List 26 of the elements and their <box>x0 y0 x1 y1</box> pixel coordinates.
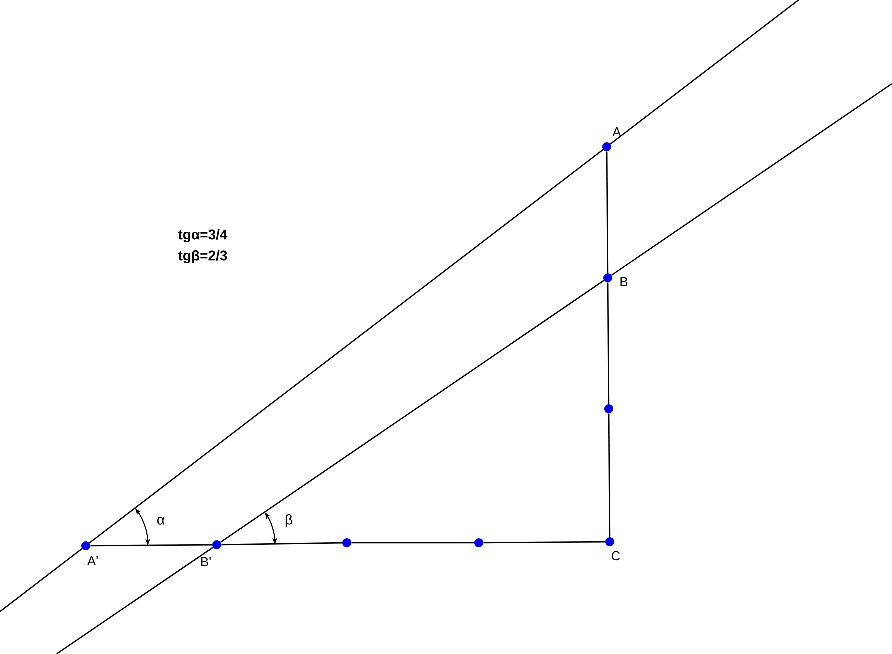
point-label: C <box>612 551 620 561</box>
line-segment <box>89 149 604 544</box>
point <box>606 538 614 546</box>
line-segment <box>352 542 474 544</box>
formula-text: tgβ=2/3 <box>178 250 228 264</box>
point <box>604 404 614 414</box>
line-segment <box>484 541 606 544</box>
point-label: A' <box>87 556 98 566</box>
line-segment <box>607 282 610 404</box>
line-segment <box>222 542 342 546</box>
formula-text: tgα=3/4 <box>178 229 228 243</box>
point <box>82 542 90 550</box>
point-label: B' <box>202 558 211 566</box>
point <box>602 142 612 152</box>
angle-label: β <box>286 514 292 528</box>
point <box>212 540 222 550</box>
line-segment <box>90 544 212 547</box>
point-label: B <box>620 278 628 286</box>
line-segment <box>606 152 609 274</box>
point-label: A <box>612 128 622 136</box>
point <box>474 538 484 548</box>
point <box>342 538 352 548</box>
line-segment <box>220 280 604 543</box>
point <box>604 274 612 282</box>
line-segment <box>608 414 611 538</box>
angle-label: α <box>158 517 165 525</box>
